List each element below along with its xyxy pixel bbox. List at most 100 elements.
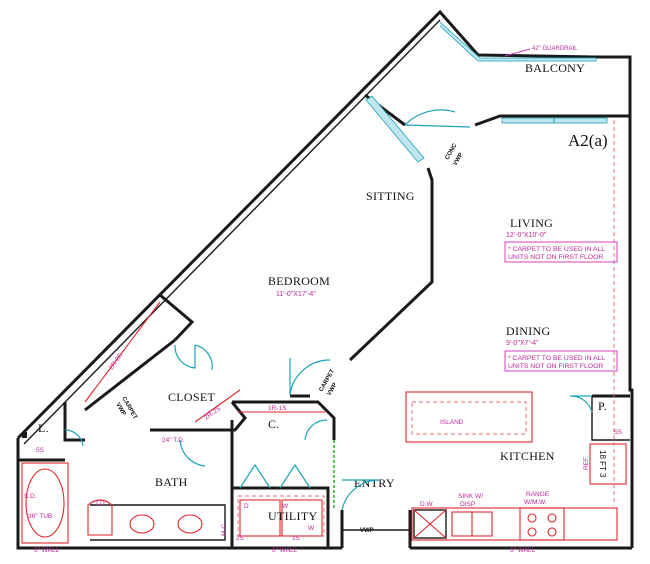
bedroom-slider[interactable] xyxy=(365,95,425,163)
shelf-1r1s: 1R-1S xyxy=(268,405,287,412)
disp-label: DISP. xyxy=(460,501,476,508)
guardrail xyxy=(439,21,597,62)
tub-label: 36" TUB xyxy=(28,513,52,520)
living-dim: 12'-0"X10'-0" xyxy=(506,232,547,239)
shelf-5s-b: 5S xyxy=(614,429,623,436)
balcony-wall-east xyxy=(474,114,630,127)
refr-label: REF. xyxy=(583,456,590,470)
hall-walls: 1R-1S C. xyxy=(230,400,336,510)
util-d: D xyxy=(244,503,249,510)
utility-shelf xyxy=(237,495,325,537)
dining-label: DINING xyxy=(506,324,550,338)
shelf-2r2s-a: 2R-2S xyxy=(108,351,125,371)
util-w: W xyxy=(282,503,289,510)
range-sub-label: W/M.W. xyxy=(524,499,547,506)
closet-bottom-wall xyxy=(150,401,247,432)
washer xyxy=(281,499,323,537)
wall-6-c: 6" WALL xyxy=(510,547,536,554)
bedroom-label: BEDROOM xyxy=(268,274,330,288)
entry-label: ENTRY xyxy=(354,476,395,490)
carpet-note-a2: UNITS NOT ON FIRST FLOOR xyxy=(508,254,603,261)
shelf-1s: 1S xyxy=(292,535,301,542)
diagonal-wall-inner xyxy=(23,19,441,445)
room-labels: SITTING BEDROOM 11'-0"X17'-4" LIVING 12'… xyxy=(168,189,553,404)
balcony-area: 42" GUARDRAIL BALCONY CONC VWP A2(a) xyxy=(364,21,630,167)
utility-label: UTILITY xyxy=(268,509,317,523)
island-overhang xyxy=(411,401,527,435)
shelf-5s-a: 5S xyxy=(36,447,45,454)
unit-code: A2(a) xyxy=(568,131,608,150)
closet-door-a[interactable] xyxy=(174,344,196,369)
balcony-label: BALCONY xyxy=(525,61,585,75)
entry-area: ENTRY VWP xyxy=(341,476,410,534)
util-w2: W xyxy=(308,525,315,532)
sink-a xyxy=(129,514,155,534)
shelf-2r2s-b: 2R-2S xyxy=(203,405,223,422)
dryer xyxy=(239,499,281,537)
tub-basin xyxy=(25,468,65,538)
closet-label: CLOSET xyxy=(168,390,216,404)
diagonal-wall xyxy=(16,9,597,440)
sitting-label: SITTING xyxy=(366,189,415,203)
burner-2 xyxy=(547,513,557,523)
entry-door[interactable] xyxy=(341,479,381,511)
shelf-2s: 2S xyxy=(236,535,245,542)
closet-door-b[interactable] xyxy=(194,344,213,371)
kitchen-area: D.W. SINK W/ DISP. RANGE W/M.W. 6" WALL … xyxy=(405,120,630,554)
burner-1 xyxy=(527,513,537,523)
utility-area: UTILITY D W W 2S 1S M.C. 6" WALL xyxy=(221,463,330,554)
bath-door[interactable] xyxy=(179,439,206,467)
carpet-note-b1: * CARPET TO BE USED IN ALL xyxy=(508,355,605,362)
sd-label: S.D. xyxy=(24,493,37,500)
counter-24: 24" T.D. xyxy=(162,437,185,444)
pantry-door[interactable] xyxy=(569,395,593,413)
balcony-door-swing[interactable] xyxy=(404,109,456,126)
kitchen-island xyxy=(405,391,533,443)
utility-wall xyxy=(232,486,330,548)
closet-diag-wall xyxy=(84,338,176,412)
carpet-note-b2: UNITS NOT ON FIRST FLOOR xyxy=(508,363,603,370)
south-wall xyxy=(16,438,342,550)
dining-dim: 9'-0"X7'-4" xyxy=(506,340,539,347)
ft18-label: 18 FT 3 xyxy=(598,450,607,478)
carpet-note-box-a xyxy=(504,241,618,263)
burner-4 xyxy=(547,527,557,537)
entry-vwp: VWP xyxy=(360,528,374,534)
utility-bifold-b[interactable] xyxy=(279,463,311,489)
coat-door[interactable] xyxy=(304,419,328,441)
exterior-walls xyxy=(16,9,634,550)
living-label: LIVING xyxy=(510,216,553,230)
coat-closet-label: C. xyxy=(268,417,280,431)
closet-shelf-line xyxy=(84,301,161,403)
sink-label: SINK W/ xyxy=(458,493,483,500)
bedroom-walls: 2R-2S 2R-2S CARPET VWP CARPET VWP xyxy=(84,167,434,432)
column-marker xyxy=(22,432,27,438)
dishwasher xyxy=(413,509,447,539)
wall-6-a: 6" WALL xyxy=(34,547,60,554)
dw-label: D.W. xyxy=(420,501,434,508)
east-wall xyxy=(596,55,634,548)
refrigerator xyxy=(589,443,627,485)
wall-6-b: 6" WALL xyxy=(272,547,298,554)
linen-label: L. xyxy=(38,421,49,435)
guardrail-leader xyxy=(504,48,531,57)
carpet-note-dining: * CARPET TO BE USED IN ALL UNITS NOT ON … xyxy=(504,350,618,372)
td-label: T.D. xyxy=(95,500,107,507)
closet-top-wall xyxy=(159,293,195,342)
guardrail-note: 42" GUARDRAIL xyxy=(532,46,578,52)
kitchen-counter xyxy=(411,507,618,541)
range-label: RANGE xyxy=(526,491,550,498)
island-label: ISLAND xyxy=(440,419,464,426)
balcony-door-leaf[interactable] xyxy=(404,124,471,128)
utility-bifold-a[interactable] xyxy=(239,463,271,489)
bath-label: BATH xyxy=(155,475,188,489)
carpet-note-a1: * CARPET TO BE USED IN ALL xyxy=(508,246,605,253)
bath-wall xyxy=(63,402,85,442)
sink-b xyxy=(177,514,203,534)
bath-counter xyxy=(90,504,226,541)
pantry-label: P. xyxy=(598,399,607,413)
linen-door[interactable] xyxy=(64,429,84,447)
dw-cross-b xyxy=(413,509,447,539)
bedroom-door-swing[interactable] xyxy=(289,359,331,396)
